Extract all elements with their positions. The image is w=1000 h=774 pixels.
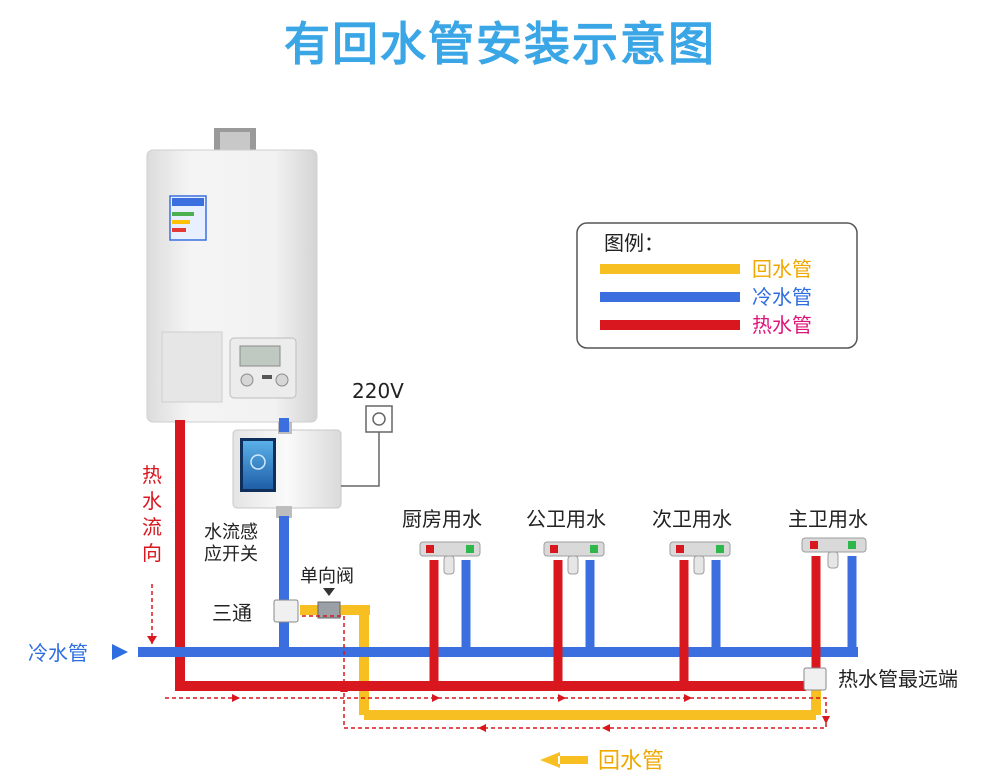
return-arrow-icon xyxy=(540,752,588,768)
outlet-label-kitchen: 厨房用水 xyxy=(402,507,482,531)
faucet-icon-public-bath xyxy=(543,541,605,575)
hot-flow-label-2: 水 xyxy=(142,489,162,513)
legend-swatch-cold xyxy=(600,292,740,302)
circulation-pump xyxy=(232,422,342,518)
farthest-end-label: 热水管最远端 xyxy=(838,667,958,691)
faucet-icon-second-bath xyxy=(669,541,731,575)
return-pipe-label: 回水管 xyxy=(598,749,664,774)
outlet-label-public-bath: 公卫用水 xyxy=(526,507,606,531)
outlet-label-second-bath: 次卫用水 xyxy=(652,507,732,531)
legend-swatch-return xyxy=(600,264,740,274)
faucet-icon-kitchen xyxy=(419,541,481,575)
faucet-icon-master-bath xyxy=(801,537,867,569)
hot-flow-label-1: 热 xyxy=(142,463,162,487)
power-label: 220V xyxy=(352,379,404,403)
flow-arrows xyxy=(147,636,830,732)
check-valve-icon xyxy=(317,588,341,619)
outlet-branches xyxy=(429,556,857,690)
page-title: 有回水管安装示意图 xyxy=(284,17,716,71)
power-socket-icon xyxy=(365,405,393,433)
legend-label-cold: 冷水管 xyxy=(752,285,812,309)
farthest-end-tee-icon xyxy=(803,667,827,691)
flow-sensor-label-1: 水流感 xyxy=(204,522,258,543)
hot-flow-label-3: 流 xyxy=(142,515,162,539)
legend-label-hot: 热水管 xyxy=(752,313,812,337)
legend-swatch-hot xyxy=(600,320,740,330)
legend: 图例： 回水管 冷水管 热水管 xyxy=(576,222,858,349)
tee-label: 三通 xyxy=(212,601,252,625)
outlet-label-master-bath: 主卫用水 xyxy=(788,507,868,531)
flow-sensor-label-2: 应开关 xyxy=(204,544,258,565)
water-heater xyxy=(146,128,318,423)
check-valve-label: 单向阀 xyxy=(300,566,354,587)
hot-flow-label-4: 向 xyxy=(142,541,162,565)
flow-direction-path xyxy=(151,584,827,729)
cold-inlet-label: 冷水管 xyxy=(28,641,88,665)
legend-label-return: 回水管 xyxy=(752,257,812,281)
hot-water-pipe xyxy=(175,420,806,691)
tee-fitting-icon xyxy=(273,599,299,623)
cold-inlet-arrow-icon xyxy=(112,644,128,660)
cold-water-pipe xyxy=(138,418,858,657)
legend-heading: 图例： xyxy=(604,231,664,255)
